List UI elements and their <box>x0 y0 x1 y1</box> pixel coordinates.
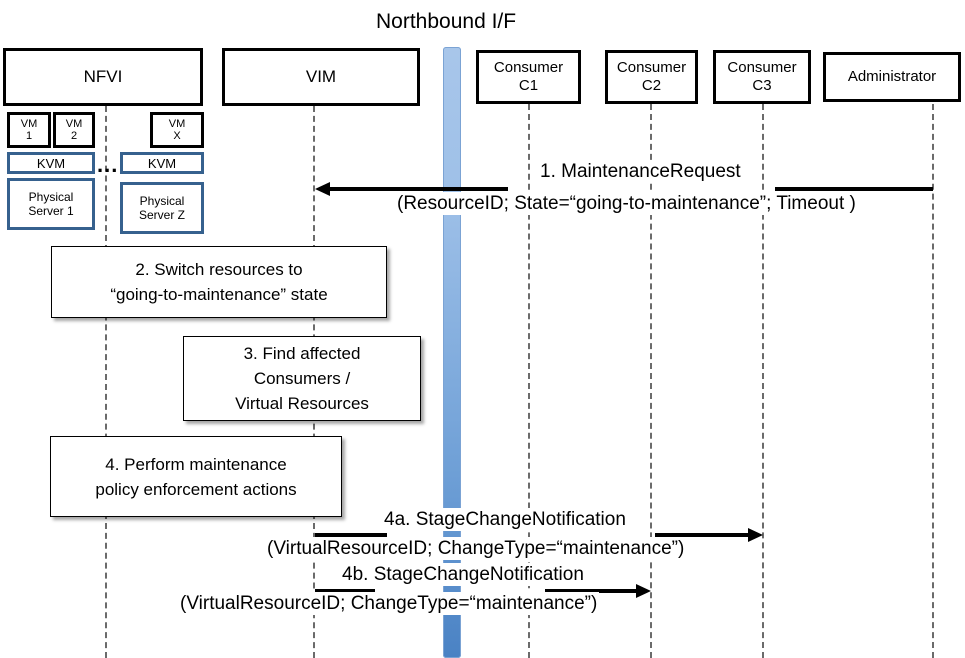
message-4b-arrowhead <box>636 584 651 598</box>
vm-1-label-line1: VM <box>20 118 38 130</box>
participant-box-consumer-c3[interactable]: Consumer C3 <box>713 50 811 104</box>
participant-label-c3-line1: Consumer <box>727 59 797 76</box>
kvm-box-left[interactable]: KVM <box>7 152 95 174</box>
physical-server-1-line1: Physical <box>28 190 74 204</box>
infrastructure-ellipsis: ... <box>97 152 119 177</box>
physical-server-z-line2: Server Z <box>138 208 185 222</box>
process-step-4-line1: 4. Perform maintenance <box>105 454 287 474</box>
participant-label-c1-line1: Consumer <box>493 59 564 76</box>
process-box-step-3[interactable]: 3. Find affected Consumers / Virtual Res… <box>183 336 421 421</box>
participant-box-nfvi[interactable]: NFVI <box>3 48 203 106</box>
physical-server-box-z[interactable]: Physical Server Z <box>120 182 204 234</box>
lifeline-consumer-c1 <box>528 104 530 658</box>
physical-server-z-line1: Physical <box>139 194 185 208</box>
participant-box-consumer-c2[interactable]: Consumer C2 <box>605 50 698 104</box>
participant-box-administrator[interactable]: Administrator <box>823 52 961 102</box>
message-4b-params: (VirtualResourceID; ChangeType=“maintena… <box>178 592 600 615</box>
message-4b-arrow-line-left <box>315 589 375 593</box>
vm-box-x[interactable]: VM X <box>150 112 204 148</box>
message-4a-params: (VirtualResourceID; ChangeType=“maintena… <box>265 537 687 560</box>
kvm-box-right[interactable]: KVM <box>120 152 204 174</box>
message-1-params: (ResourceID; State=“going-to-maintenance… <box>395 192 858 215</box>
process-box-step-2[interactable]: 2. Switch resources to “going-to-mainten… <box>51 246 387 318</box>
process-step-2-line1: 2. Switch resources to <box>135 260 303 279</box>
process-step-2-line2: “going-to-maintenance” state <box>110 285 328 304</box>
vm-box-1[interactable]: VM 1 <box>7 112 51 148</box>
vm-2-label-line1: VM <box>65 118 83 130</box>
participant-label-c3-line2: C3 <box>752 77 772 94</box>
message-1-arrowhead <box>315 182 330 196</box>
vm-box-2[interactable]: VM 2 <box>53 112 95 148</box>
participant-box-consumer-c1[interactable]: Consumer C1 <box>476 50 581 104</box>
message-4b-arrow-line-right <box>545 589 636 593</box>
physical-server-1-line2: Server 1 <box>28 204 74 218</box>
lifeline-consumer-c3 <box>762 104 764 658</box>
kvm-left-label: KVM <box>36 155 66 171</box>
vm-x-label-line2: X <box>173 130 181 142</box>
lifeline-consumer-c2 <box>650 104 652 658</box>
process-step-3-line1: 3. Find affected <box>243 344 361 363</box>
message-1-arrow-line-left <box>330 187 508 191</box>
participant-label-c2-line1: Consumer <box>616 59 687 76</box>
participant-label-c1-line2: C1 <box>518 77 539 94</box>
participant-label-nfvi: NFVI <box>83 67 123 86</box>
message-4a-label: 4a. StageChangeNotification <box>382 508 628 531</box>
lifeline-administrator <box>932 104 934 658</box>
diagram-title: Northbound I/F <box>376 10 517 33</box>
message-1-arrow-line-right <box>775 187 933 191</box>
message-4a-arrow-line-right <box>655 533 748 537</box>
vm-x-label-line1: VM <box>168 118 186 130</box>
process-step-4-line2: policy enforcement actions <box>95 479 297 499</box>
participant-box-vim[interactable]: VIM <box>222 48 420 106</box>
vm-2-label-line2: 2 <box>70 130 78 142</box>
message-4b-label: 4b. StageChangeNotification <box>340 563 586 586</box>
message-1-label: 1. MaintenanceRequest <box>538 160 743 183</box>
participant-label-vim: VIM <box>305 67 337 86</box>
participant-label-c2-line2: C2 <box>641 77 662 94</box>
vm-1-label-line2: 1 <box>25 130 33 142</box>
kvm-right-label: KVM <box>147 155 177 171</box>
message-4a-arrowhead <box>748 528 763 542</box>
process-step-3-line3: Virtual Resources <box>235 394 369 413</box>
participant-label-administrator: Administrator <box>847 68 937 85</box>
message-4a-arrow-line-left <box>315 533 387 537</box>
lifeline-nfvi <box>105 106 107 658</box>
process-box-step-4[interactable]: 4. Perform maintenance policy enforcemen… <box>50 436 342 517</box>
process-step-3-line2: Consumers / <box>253 369 351 388</box>
physical-server-box-1[interactable]: Physical Server 1 <box>7 178 95 230</box>
